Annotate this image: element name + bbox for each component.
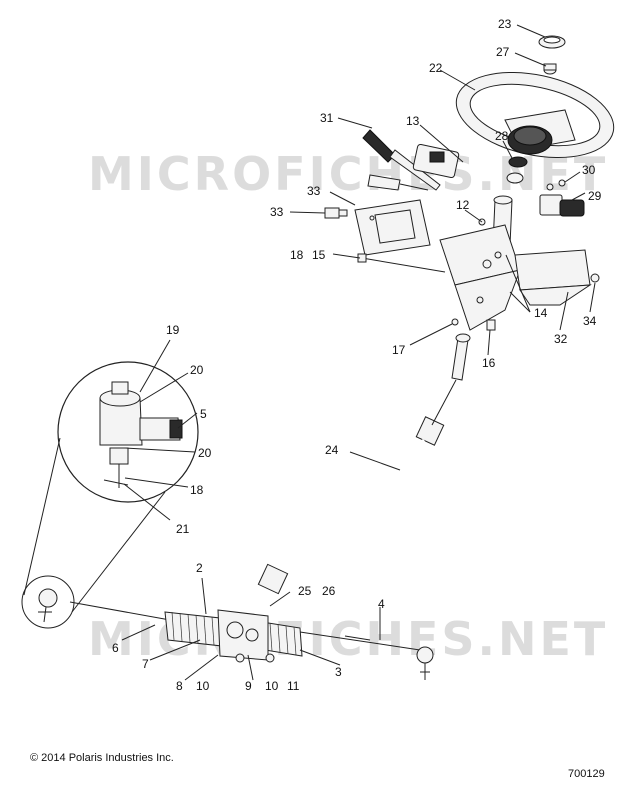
callout-12: 12 (456, 198, 470, 212)
callout-18-detail: 18 (190, 483, 204, 497)
callout-21: 21 (176, 522, 190, 536)
small-screws (451, 179, 600, 331)
key-switch (539, 194, 585, 217)
intermediate-shaft (257, 333, 471, 595)
callout-10-right: 10 (265, 679, 279, 693)
tie-rod-end-right (416, 646, 434, 680)
callout-33-bolt: 33 (270, 205, 284, 219)
callout-11: 11 (287, 679, 300, 693)
wheel-nut (543, 63, 557, 75)
callout-7: 7 (142, 657, 149, 671)
callout-4: 4 (378, 597, 385, 611)
callout-18-top: 18 (290, 248, 304, 262)
callout-15: 15 (312, 248, 326, 262)
callout-24: 24 (325, 443, 339, 457)
callout-26: 26 (322, 584, 336, 598)
callout-34: 34 (583, 314, 597, 328)
mounting-plate (354, 199, 431, 256)
callout-30: 30 (582, 163, 596, 177)
shift-lever (362, 129, 460, 191)
callout-23: 23 (498, 17, 512, 31)
callout-32: 32 (554, 332, 568, 346)
callout-20-bottom: 20 (198, 446, 212, 460)
callout-31: 31 (320, 111, 334, 125)
callout-5: 5 (200, 407, 207, 421)
steering-bearing (506, 156, 528, 184)
long-bolt (357, 253, 446, 273)
callout-10-left: 10 (196, 679, 210, 693)
steering-wheel (455, 71, 615, 159)
callout-28: 28 (495, 129, 509, 143)
leader-lines (121, 24, 596, 681)
bolt-33 (324, 207, 348, 219)
callout-labels: 23 27 22 31 13 28 30 29 33 33 12 18 15 1… (112, 17, 602, 693)
callout-9: 9 (245, 679, 252, 693)
wheel-cap (538, 35, 566, 49)
callout-6: 6 (112, 641, 119, 655)
callout-3: 3 (335, 665, 342, 679)
callout-2: 2 (196, 561, 203, 575)
callout-25: 25 (298, 584, 312, 598)
callout-16: 16 (482, 356, 496, 370)
callout-14: 14 (534, 306, 548, 320)
callout-13: 13 (406, 114, 420, 128)
steering-rack (69, 601, 421, 663)
callout-27: 27 (496, 45, 510, 59)
copyright-notice: © 2014 Polaris Industries Inc. (30, 752, 174, 764)
callout-20-top: 20 (190, 363, 204, 377)
callout-22: 22 (429, 61, 443, 75)
callout-33-plate: 33 (307, 184, 321, 198)
tie-rod-end-left (38, 588, 58, 623)
column-bracket (439, 224, 521, 331)
detail-view (21, 361, 199, 629)
callout-8: 8 (176, 679, 183, 693)
callout-19: 19 (166, 323, 180, 337)
callout-17: 17 (392, 343, 406, 357)
callout-29: 29 (588, 189, 602, 203)
tilt-bracket (514, 249, 592, 306)
figure-number: 700129 (568, 768, 605, 780)
